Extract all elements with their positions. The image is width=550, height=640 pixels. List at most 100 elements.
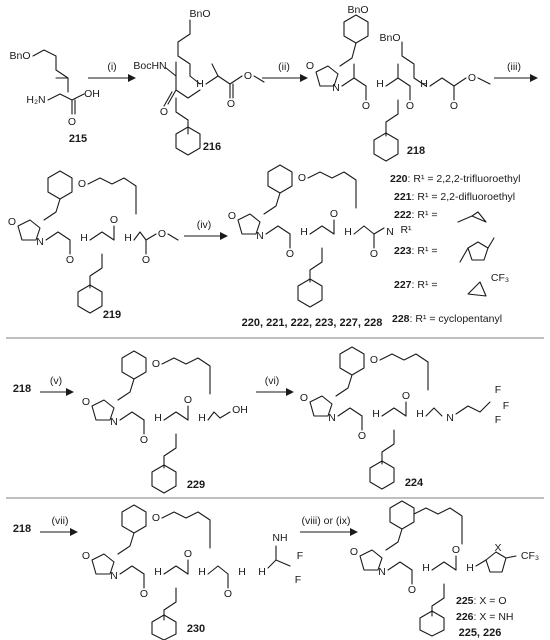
o-label: O (244, 70, 252, 82)
step-label-iv: (iv) (197, 219, 212, 231)
o-label: O (468, 72, 476, 84)
step-label-ii: (ii) (278, 61, 290, 73)
n-label: N (378, 566, 386, 578)
compound-number-215: 215 (69, 133, 87, 145)
nh-label: N (386, 226, 394, 238)
nh-label: H (198, 566, 206, 578)
bno-label: BnO (9, 50, 30, 62)
amine-n-label: N (446, 412, 454, 424)
lactam-o-label: O (8, 216, 16, 228)
o-label: O (227, 98, 235, 110)
nh-label: H (154, 566, 162, 578)
lactam-o-label: O (82, 550, 90, 562)
r-group-228: 228: R¹ = cyclopentanyl (392, 313, 502, 325)
ether-o-label: O (78, 178, 86, 190)
nh-label: H (376, 78, 384, 90)
o-label: O (362, 100, 370, 112)
lactam-o-label: O (350, 546, 358, 558)
hydrazide-nh-label: H (258, 566, 266, 578)
compound-number-224: 224 (405, 477, 424, 489)
o-label: O (330, 208, 338, 220)
o-label: O (224, 588, 232, 600)
cf3-label: CF₃ (521, 550, 539, 562)
compound-218-ref-row3: 218 (13, 383, 31, 395)
compound-number-216: 216 (203, 141, 221, 153)
nh-label: H (420, 78, 428, 90)
o-label: O (66, 254, 74, 266)
r-group-220: 220: R¹ = 2,2,2-trifluoroethyl (390, 173, 520, 185)
n-label: N (110, 570, 118, 582)
o-label: O (158, 228, 166, 240)
r1-label: R¹ (400, 224, 412, 236)
r-group-222: 222: R¹ = (394, 209, 438, 221)
nh-label: H (124, 232, 132, 244)
o-label: O (160, 106, 168, 118)
arrow-step-iv: (iv) (184, 219, 228, 240)
arrow-step-v: (v) (40, 375, 74, 396)
cf3-cyclopropyl-icon (467, 281, 487, 297)
fluorine-label: F (503, 400, 509, 412)
x-group-225: 225: X = O (456, 595, 507, 607)
nh-label: H (80, 232, 88, 244)
o-label: O (140, 434, 148, 446)
fluorine-label: F (295, 574, 301, 586)
arrow-step-iii: (iii) (494, 61, 538, 82)
arrow-step-i: (i) (88, 61, 136, 82)
bno-label: BnO (379, 32, 400, 44)
compound-number-218: 218 (13, 383, 31, 395)
ether-o-label: O (298, 172, 306, 184)
o-label: O (140, 588, 148, 600)
lactam-o-label: O (306, 60, 314, 72)
step-label-i: (i) (107, 61, 116, 73)
bno-label: BnO (347, 4, 368, 16)
n-label: N (110, 416, 118, 428)
nh-label: H (196, 78, 204, 90)
imino-label: NH (272, 532, 287, 544)
x-group-226: 226: X = NH (456, 611, 514, 623)
step-label-iii: (iii) (507, 61, 521, 73)
fluorine-label: F (495, 414, 501, 426)
pyrazole-icon (467, 241, 489, 261)
o-label: O (450, 100, 458, 112)
lactam-o-label: O (82, 396, 90, 408)
compound-218: BnO BnO O N O H O H O O 218 (306, 4, 491, 162)
n-label: N (36, 236, 44, 248)
ether-o-label: O (370, 354, 378, 366)
n-label: N (256, 230, 264, 242)
compound-number-219: 219 (103, 309, 121, 321)
o-label: O (402, 390, 410, 402)
o-label: O (142, 254, 150, 266)
o-label: O (452, 544, 460, 556)
r-group-221: 221: R¹ = 2,2-difluoroethyl (394, 191, 515, 203)
arrow-step-vii: (vii) (40, 515, 78, 536)
step-label-viii-ix: (viii) or (ix) (302, 515, 351, 527)
compound-series-label: 225, 226 (459, 627, 502, 639)
o-label: O (184, 394, 192, 406)
x-atom-label: X (494, 542, 501, 554)
amine-label: H₂N (26, 94, 45, 106)
o-label: O (110, 214, 118, 226)
arrow-step-vi: (vi) (256, 375, 294, 396)
fluorine-label: F (297, 550, 303, 562)
compound-number-218: 218 (13, 523, 31, 535)
nh-label: H (466, 562, 474, 574)
lactam-o-label: O (228, 210, 236, 222)
r-group-223: 223: R¹ = (394, 245, 438, 257)
fluorine-label: F (495, 384, 501, 396)
arrow-step-viii-ix: (viii) or (ix) (300, 515, 358, 536)
step-label-v: (v) (50, 375, 62, 387)
compound-number-230: 230 (187, 623, 205, 635)
compound-225-226: O N O H O H X CF₃ 225: X = O 226: X = NH… (350, 500, 539, 639)
ether-o-label: O (152, 358, 160, 370)
compound-215: BnO H₂N OH O 215 (9, 49, 100, 145)
hydrazide-nh-label: H (238, 566, 246, 578)
compound-number-229: 229 (187, 479, 205, 491)
compound-224: O O N O H O H N F F F 224 (300, 346, 509, 490)
n-label: N (332, 82, 340, 94)
r-group-227: 227: R¹ = (394, 279, 438, 291)
compound-220-series: O O N O H O H O N R¹ 220, 221, 222, 223,… (228, 164, 412, 329)
ether-o-label: O (152, 512, 160, 524)
compound-216: BnO BocHN O H O O 216 (133, 8, 265, 156)
carbonyl-o-label: O (68, 116, 76, 128)
o-label: O (408, 584, 416, 596)
